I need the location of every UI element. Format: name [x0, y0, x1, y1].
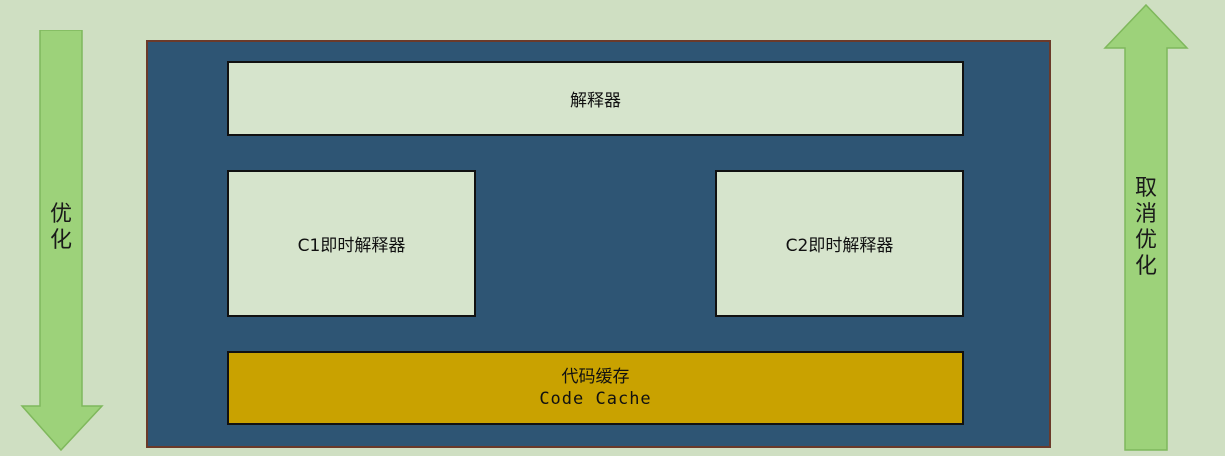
optimize-arrow-down: 优化 [20, 30, 104, 452]
up-arrow-icon [1103, 4, 1189, 451]
deoptimize-label: 取消优化 [1134, 176, 1157, 279]
code-cache-box: 代码缓存 Code Cache [227, 351, 964, 425]
optimize-label: 优化 [49, 202, 72, 253]
code-cache-label-en: Code Cache [539, 389, 652, 409]
c2-jit-box: C2即时解释器 [715, 170, 964, 317]
c1-jit-label: C1即时解释器 [297, 236, 406, 256]
code-cache-label-zh: 代码缓存 [561, 367, 630, 387]
c1-jit-box: C1即时解释器 [227, 170, 476, 317]
c2-jit-label: C2即时解释器 [785, 236, 894, 256]
interpreter-label: 解释器 [570, 91, 621, 111]
interpreter-box: 解释器 [227, 61, 964, 136]
deoptimize-arrow-up: 取消优化 [1103, 4, 1189, 452]
down-arrow-icon [20, 30, 104, 452]
